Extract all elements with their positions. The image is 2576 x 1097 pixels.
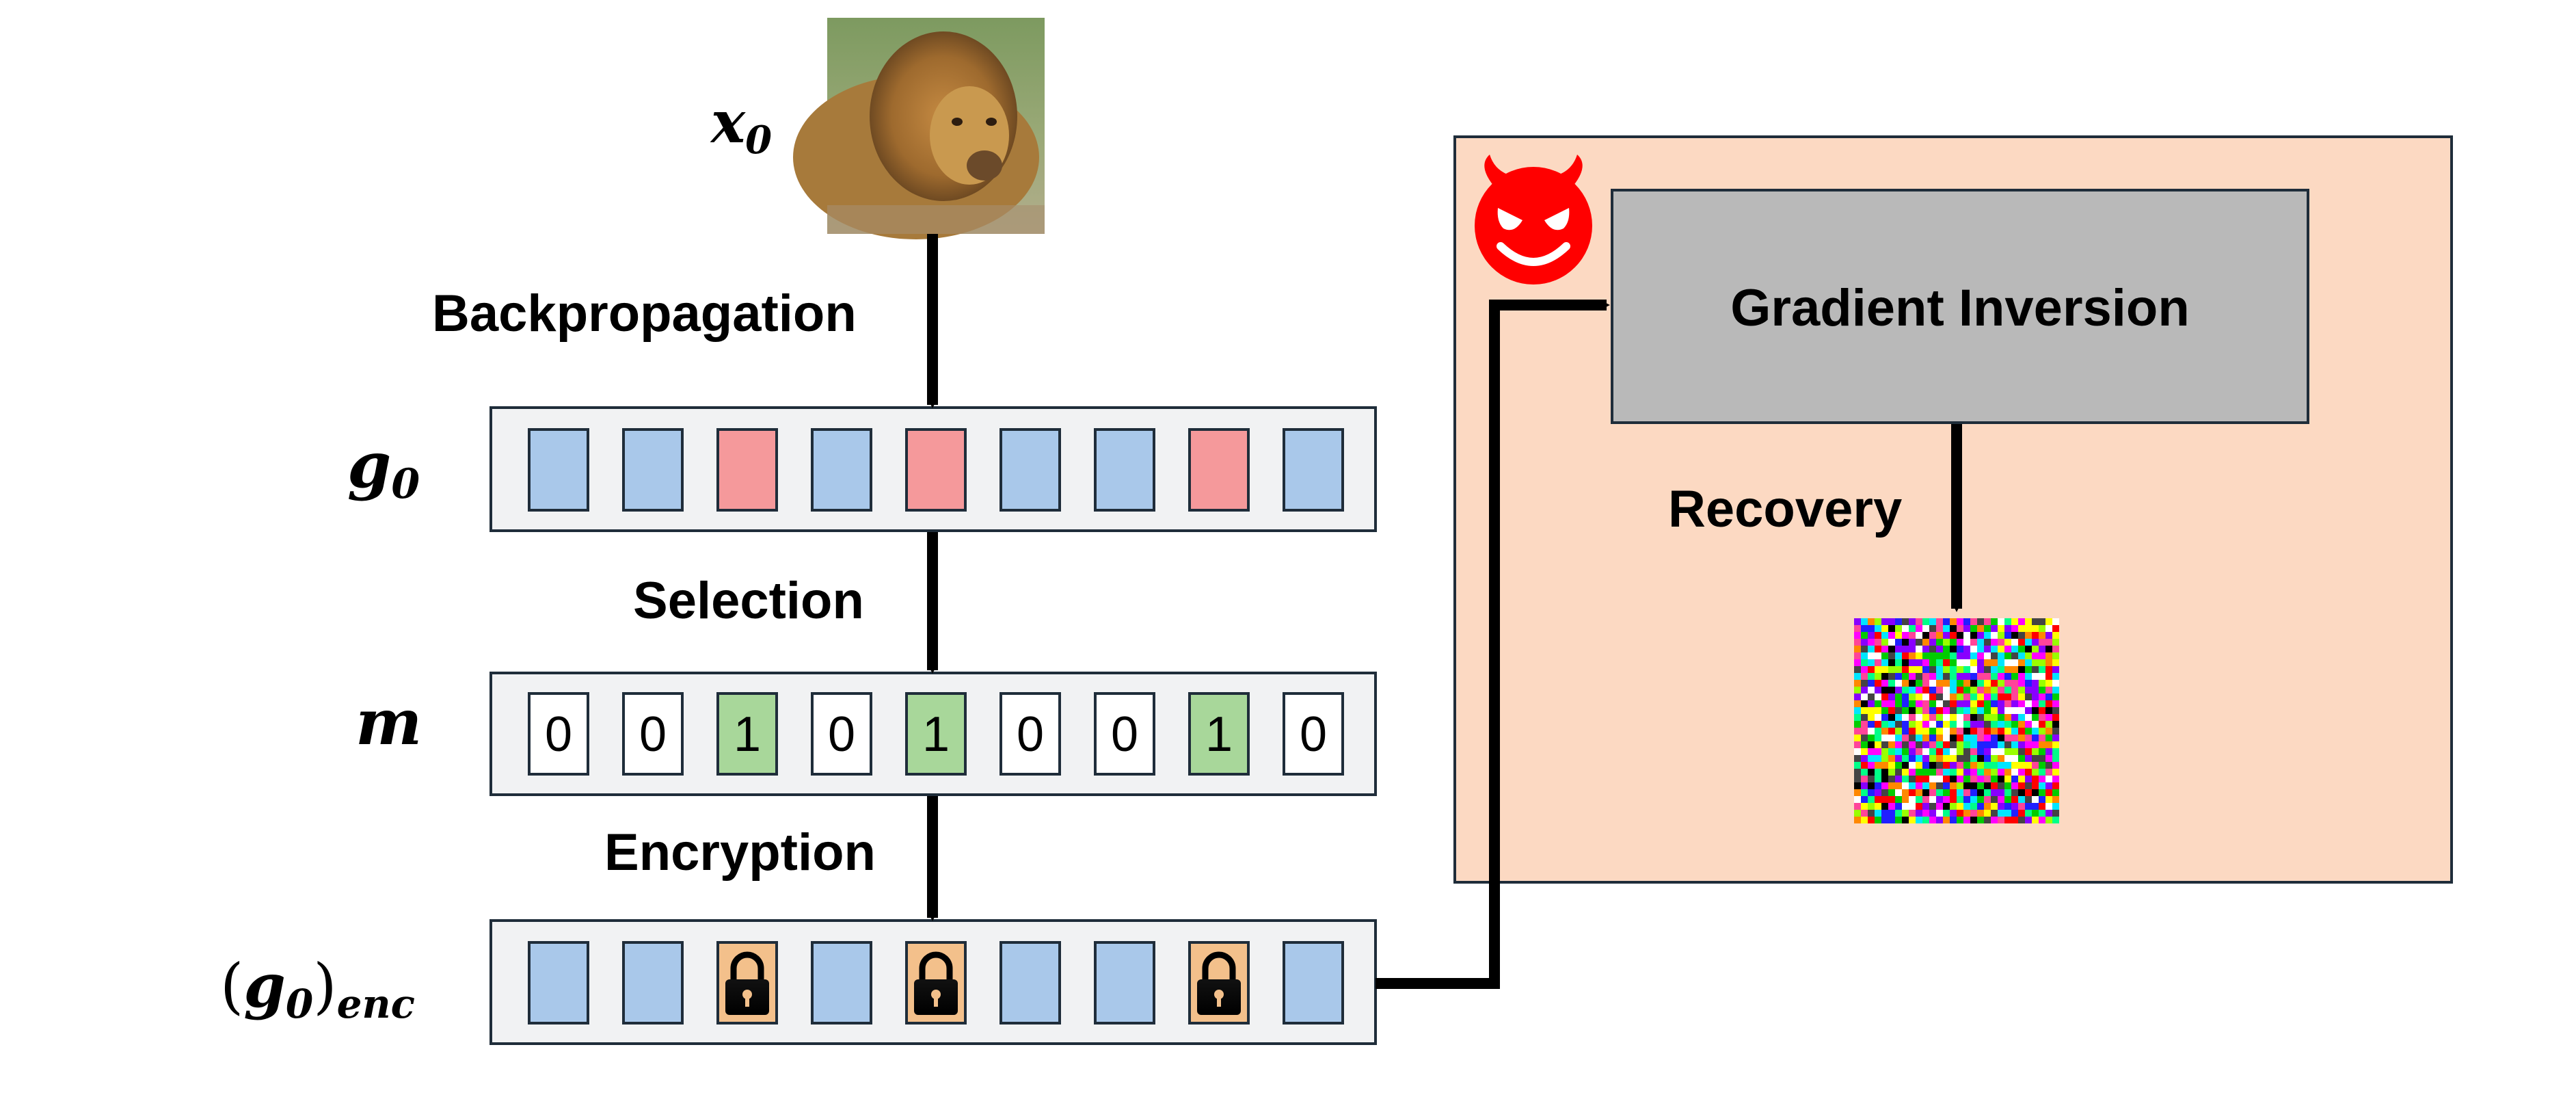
label-m: m: [355, 685, 422, 759]
lock-icon: [914, 951, 958, 1015]
encrypted-cell: [999, 941, 1061, 1025]
label-g0-enc: (g0)enc: [220, 950, 415, 1027]
lock-icon: [725, 951, 769, 1015]
gradient-vector: [528, 428, 1344, 512]
mask-cell: 0: [811, 692, 872, 776]
noise-image: [1854, 618, 2059, 823]
lion-image: [793, 18, 1045, 239]
mask-bit: 0: [828, 707, 855, 762]
mask-cell: 1: [1188, 692, 1250, 776]
mask-cell: 0: [622, 692, 684, 776]
encrypted-cell: [622, 941, 684, 1025]
arrow-to-gradient-inversion: [1376, 300, 1610, 989]
mask-bit: 0: [545, 707, 572, 762]
gradient-inversion-box: Gradient Inversion: [1611, 189, 2309, 424]
lock-icon: [1197, 951, 1241, 1015]
gradient-cell: [999, 428, 1061, 512]
mask-bit: 0: [639, 707, 667, 762]
label-g0: g0: [347, 428, 420, 508]
gradient-cell: [716, 428, 778, 512]
step-selection: Selection: [633, 572, 864, 630]
mask-cell: 0: [1094, 692, 1155, 776]
gradient-cell: [905, 428, 967, 512]
encrypted-vector: [528, 941, 1344, 1025]
step-encryption: Encryption: [604, 823, 876, 882]
mask-vector: 0 0 1 0 1 0 0 1 0: [528, 692, 1344, 776]
encrypted-cell: [1094, 941, 1155, 1025]
encrypted-cell: [811, 941, 872, 1025]
step-backpropagation: Backpropagation: [432, 285, 857, 343]
gradient-cell: [1283, 428, 1344, 512]
encrypted-cell: [528, 941, 589, 1025]
mask-bit: 1: [1205, 707, 1233, 762]
gradient-cell: [528, 428, 589, 512]
mask-bit: 0: [1300, 707, 1327, 762]
encrypted-cell: [1283, 941, 1344, 1025]
mask-cell: 1: [716, 692, 778, 776]
mask-cell: 1: [905, 692, 967, 776]
mask-cell: 0: [528, 692, 589, 776]
gradient-cell: [1094, 428, 1155, 512]
mask-cell: 0: [999, 692, 1061, 776]
mask-bit: 1: [734, 707, 761, 762]
mask-bit: 1: [922, 707, 950, 762]
step-recovery: Recovery: [1668, 480, 1902, 538]
gradient-inversion-label: Gradient Inversion: [1730, 279, 2190, 337]
gradient-cell: [622, 428, 684, 512]
gradient-cell: [811, 428, 872, 512]
label-x0: x0: [710, 88, 772, 163]
mask-bit: 0: [1111, 707, 1138, 762]
mask-cell: 0: [1283, 692, 1344, 776]
mask-bit: 0: [1017, 707, 1044, 762]
devil-icon: [1475, 155, 1592, 285]
gradient-cell: [1188, 428, 1250, 512]
